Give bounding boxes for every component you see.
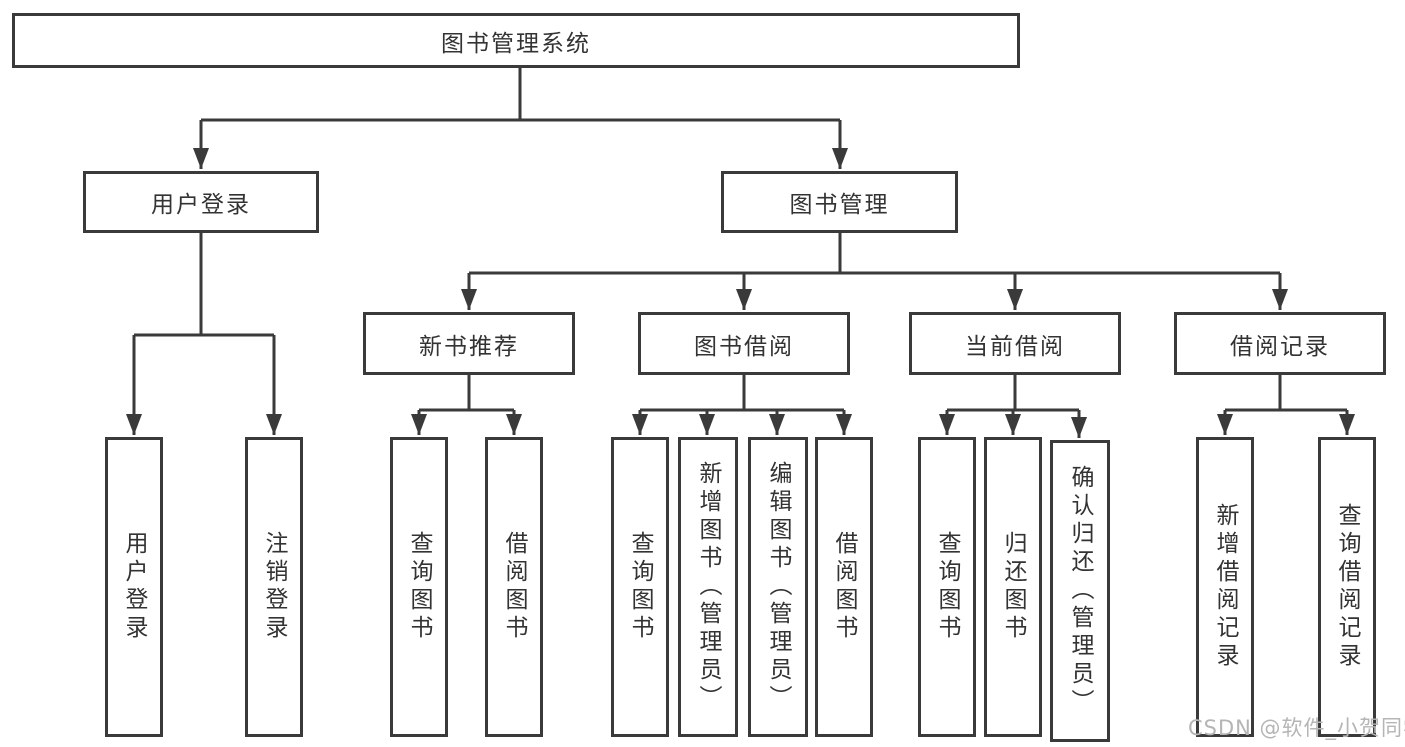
- node-book-borrow: 图书借阅: [638, 312, 850, 375]
- leaf-label: 用户登录: [121, 531, 147, 643]
- leaf-user-login: 用户登录: [105, 437, 163, 737]
- leaf-label: 查询图书: [406, 531, 432, 643]
- connector-book-management-to-level2: [461, 231, 1288, 310]
- leaf-query-books-current: 查询图书: [918, 437, 976, 737]
- node-user-login-branch: 用户登录: [83, 171, 319, 233]
- connector-user-login-to-leaves: [126, 231, 282, 435]
- leaf-add-borrow-record: 新增借阅记录: [1196, 437, 1254, 737]
- leaf-label: 归还图书: [1000, 531, 1026, 643]
- node-label: 新书推荐: [419, 333, 519, 360]
- node-label: 用户登录: [151, 192, 251, 218]
- leaf-query-books-borrow: 查询图书: [611, 437, 669, 737]
- leaf-label: 查询图书: [934, 531, 960, 643]
- leaf-label: 编辑图书（管理员）: [765, 461, 791, 713]
- leaf-confirm-return-admin: 确认归还（管理员）: [1050, 440, 1110, 742]
- connector-borrow-records-to-leaves: [1217, 373, 1355, 435]
- leaf-borrow-books-recommend: 借阅图书: [485, 437, 543, 737]
- connector-current-borrow-to-leaves: [939, 373, 1087, 438]
- node-root: 图书管理系统: [12, 13, 1020, 68]
- leaf-label: 查询图书: [627, 531, 653, 643]
- node-label: 图书借阅: [694, 333, 794, 360]
- node-current-borrow: 当前借阅: [909, 312, 1121, 375]
- leaf-logout: 注销登录: [245, 437, 303, 737]
- leaf-return-book: 归还图书: [984, 437, 1042, 737]
- node-label: 借阅记录: [1230, 333, 1330, 360]
- leaf-label: 确认归还（管理员）: [1067, 465, 1093, 717]
- node-new-book-recommend: 新书推荐: [363, 312, 575, 375]
- leaf-label: 新增图书（管理员）: [695, 461, 721, 713]
- leaf-label: 借阅图书: [501, 531, 527, 643]
- leaf-label: 新增借阅记录: [1212, 503, 1238, 671]
- node-root-label: 图书管理系统: [441, 30, 591, 57]
- leaf-label: 查询借阅记录: [1334, 503, 1360, 671]
- connector-root-to-level1: [193, 66, 848, 169]
- node-book-management: 图书管理: [721, 171, 958, 233]
- leaf-query-books-recommend: 查询图书: [390, 437, 448, 737]
- leaf-label: 借阅图书: [831, 531, 857, 643]
- connector-new-book-to-leaves: [411, 373, 522, 435]
- leaf-label: 注销登录: [261, 531, 287, 643]
- leaf-borrow-books: 借阅图书: [815, 437, 873, 737]
- connector-book-borrow-to-leaves: [632, 373, 852, 435]
- leaf-edit-book-admin: 编辑图书（管理员）: [748, 437, 808, 737]
- node-borrow-records: 借阅记录: [1174, 312, 1386, 375]
- node-label: 图书管理: [789, 192, 890, 218]
- leaf-add-book-admin: 新增图书（管理员）: [678, 437, 738, 737]
- watermark: CSDN @软件_小贺同学: [1188, 716, 1405, 740]
- leaf-query-borrow-record: 查询借阅记录: [1318, 437, 1376, 737]
- node-label: 当前借阅: [965, 333, 1065, 360]
